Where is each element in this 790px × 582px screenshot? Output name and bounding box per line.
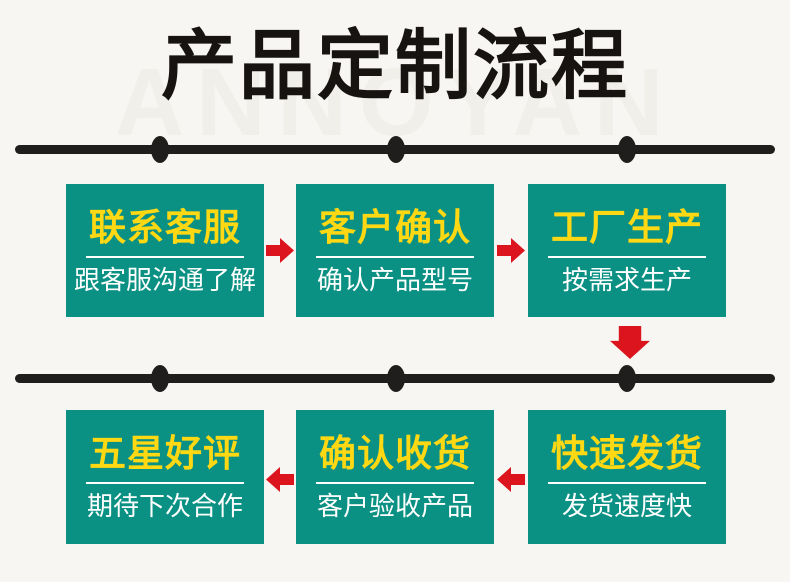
step-title: 确认收货	[319, 433, 471, 474]
step-divider	[86, 482, 244, 484]
step-confirm-receipt: 确认收货 客户验收产品	[296, 410, 494, 544]
step-contact-service: 联系客服 跟客服沟通了解	[66, 184, 264, 317]
step-title: 客户确认	[319, 206, 471, 248]
step-subtitle: 客户验收产品	[316, 491, 473, 521]
page-title: 产品定制流程	[161, 24, 629, 109]
step-subtitle: 按需求生产	[561, 264, 692, 295]
arrow-right-icon	[266, 238, 294, 263]
timeline-dot	[387, 136, 405, 163]
arrow-right-icon	[497, 238, 525, 263]
step-title: 快速发货	[551, 433, 703, 474]
step-customer-confirm: 客户确认 确认产品型号	[296, 184, 494, 317]
timeline-dot	[387, 365, 405, 392]
timeline-bottom	[15, 365, 775, 392]
timeline-dot	[151, 136, 169, 163]
step-five-star-review: 五星好评 期待下次合作	[66, 410, 264, 544]
step-subtitle: 跟客服沟通了解	[73, 264, 256, 295]
step-divider	[316, 255, 474, 258]
step-divider	[86, 255, 244, 258]
arrow-down-icon	[610, 326, 650, 359]
step-divider	[548, 482, 706, 484]
step-title: 五星好评	[89, 433, 241, 474]
step-subtitle: 期待下次合作	[86, 491, 243, 521]
step-title: 联系客服	[89, 206, 241, 248]
timeline-dot	[151, 365, 169, 392]
step-factory-production: 工厂生产 按需求生产	[528, 184, 726, 317]
step-subtitle: 发货速度快	[561, 491, 692, 521]
step-title: 工厂生产	[551, 206, 703, 248]
timeline-dot	[618, 136, 636, 163]
step-divider	[548, 255, 706, 258]
step-divider	[316, 482, 474, 484]
timeline-top	[15, 136, 775, 163]
timeline-dot	[618, 365, 636, 392]
arrow-left-icon	[266, 467, 294, 492]
step-subtitle: 确认产品型号	[316, 264, 473, 295]
arrow-left-icon	[497, 467, 525, 492]
step-fast-shipping: 快速发货 发货速度快	[528, 410, 726, 544]
watermark-text: ANNOYAN	[114, 49, 676, 156]
